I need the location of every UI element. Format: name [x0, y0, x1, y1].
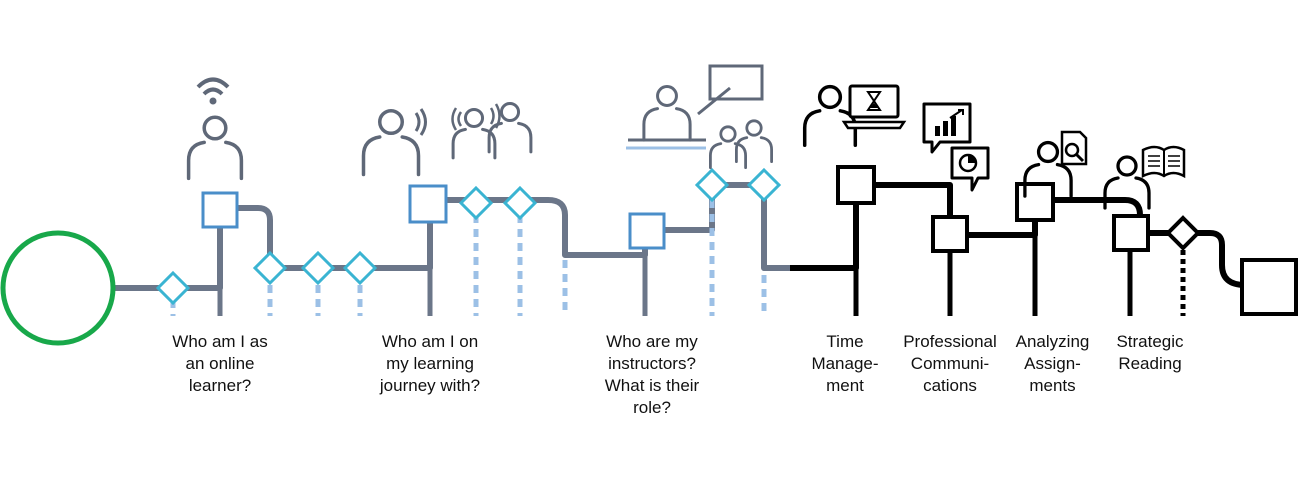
- milestone-square: [1112, 214, 1150, 252]
- instructor-board-icon: [626, 64, 773, 169]
- checkpoint-diamond: [300, 250, 336, 286]
- start-circle: [0, 230, 116, 346]
- milestone-square: [931, 215, 969, 253]
- chat-chart-icon: [922, 102, 990, 192]
- milestone-square: [201, 191, 239, 229]
- peers-talking-icon: [361, 101, 533, 177]
- milestone-square: [408, 184, 448, 224]
- track-black-segment: [790, 182, 1246, 288]
- checkpoint-diamond: [155, 270, 191, 306]
- milestone-square: [1015, 182, 1055, 222]
- person-laptop-hourglass-icon: [802, 84, 907, 148]
- milestone-square: [1240, 258, 1298, 316]
- step-icons: [186, 64, 1186, 210]
- dashed-connectors: [170, 200, 1186, 316]
- person-book-icon: [1103, 145, 1186, 210]
- checkpoint-diamond: [502, 185, 538, 221]
- checkpoint-diamond: [694, 167, 730, 203]
- milestone-square: [628, 212, 666, 250]
- journey-track: [115, 182, 1246, 316]
- checkpoint-diamond: [252, 250, 288, 286]
- journey-nodes: [0, 165, 1298, 346]
- checkpoint-diamond: [746, 167, 782, 203]
- checkpoint-diamond: [1165, 215, 1201, 251]
- checkpoint-diamond: [342, 250, 378, 286]
- checkpoint-diamond: [458, 185, 494, 221]
- milestone-square: [836, 165, 876, 205]
- person-document-search-icon: [1023, 130, 1088, 198]
- wifi-learner-icon: [186, 77, 244, 181]
